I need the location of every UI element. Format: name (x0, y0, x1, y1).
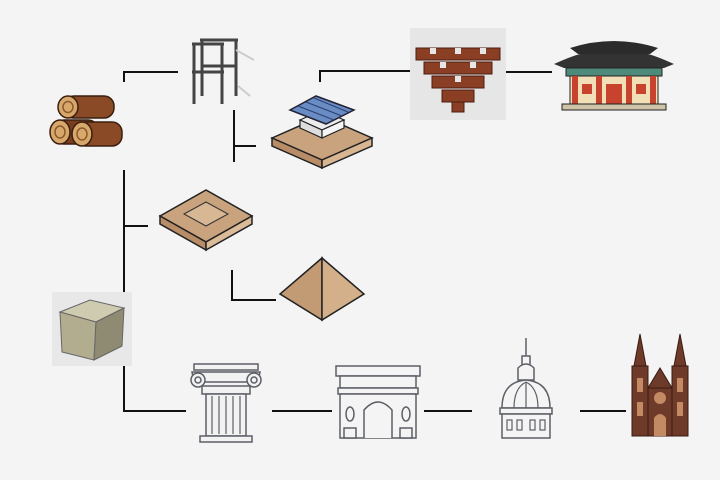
roofed-platform-icon (268, 92, 376, 172)
gothic-cathedral-icon (626, 332, 694, 440)
dougong-bracket-icon (410, 28, 506, 120)
timber-frame-icon (178, 36, 258, 112)
wood-logs-icon (46, 90, 128, 158)
dome-icon (494, 336, 558, 442)
pyramid-icon (276, 254, 368, 326)
triumphal-arch-icon (332, 362, 424, 442)
chinese-hall-icon (552, 34, 676, 114)
connector-frame-to-platform (233, 110, 256, 162)
connector-stepped-to-pyramid (231, 270, 276, 301)
ionic-column-icon (186, 360, 272, 444)
connector-wood-to-frame (123, 71, 178, 82)
connector-stone-to-column (123, 366, 186, 412)
stone-block-icon (52, 292, 132, 366)
flat-top-pyramid-icon (156, 186, 256, 254)
connector-platform-to-bracket (319, 70, 410, 82)
